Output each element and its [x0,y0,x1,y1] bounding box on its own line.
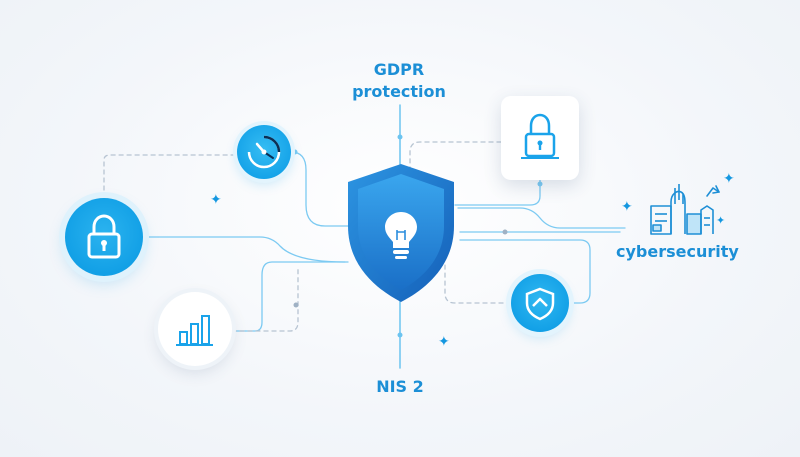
bar-chart-icon [176,315,213,346]
gauge-node [237,125,291,179]
right-lock-node [501,96,579,180]
lock-icon [87,214,121,259]
wire-small-shield-dashed [444,261,512,304]
wire-city-dot [502,229,508,235]
wire-left-dot [143,234,149,240]
chart-node [158,292,232,366]
city-node [633,170,733,240]
wire-right-lock [409,141,502,171]
gdpr-label-line2: protection [352,82,446,101]
nis2-label: NIS 2 [376,377,424,396]
wire-gauge-dot [292,149,298,155]
wire-right-lock-down [454,179,541,206]
wire-chart-dashed [231,267,299,332]
wire-gauge [290,151,351,227]
wire-right-lock-dot [537,181,543,187]
gdpr-label-line1: GDPR [373,60,425,79]
shield-icon [525,287,555,321]
wire-chart [231,261,349,332]
sparkle-icon: ✦ [716,214,726,227]
sparkle-icon: ✦ [621,199,633,215]
gdpr-label: GDPR protection [330,59,468,103]
sparkle-icon: ✦ [723,171,735,187]
spine-dot-top [397,134,403,140]
wire-chart-dot [293,302,299,308]
center-shield [342,160,460,306]
wire-city [457,207,626,229]
gauge-icon [247,135,281,169]
city-skyline-icon [650,184,720,235]
lock-icon [521,113,559,159]
wire-small-shield [459,239,591,304]
cybersecurity-label: cybersecurity [616,242,739,261]
small-shield-node [511,274,569,332]
wire-left-dashed [103,154,238,199]
sparkle-icon: ✦ [438,334,450,350]
spine-dot-bottom [397,332,403,338]
wire-left-lock [142,236,346,263]
sparkle-icon: ✦ [210,192,222,208]
shield-lightbulb-icon [348,164,454,302]
left-lock-node [65,198,143,276]
